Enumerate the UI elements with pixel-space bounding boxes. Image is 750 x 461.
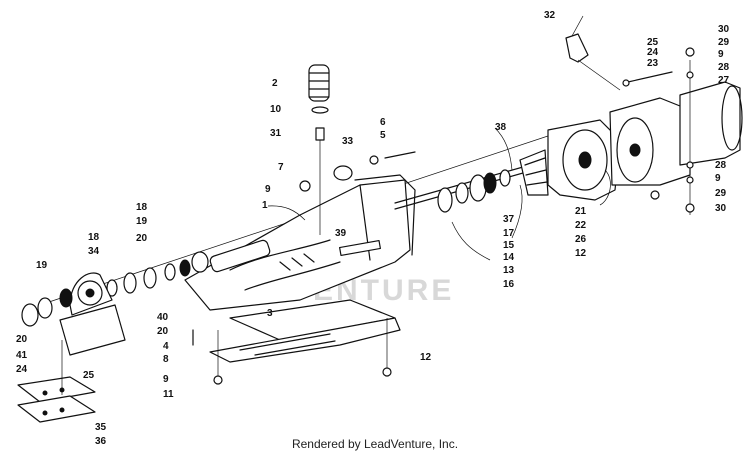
callout-26: 26 (575, 234, 587, 245)
pump-housing (547, 119, 621, 201)
callout-6: 6 (380, 117, 386, 128)
footer-credit: Rendered by LeadVenture, Inc. (291, 437, 459, 451)
callout-17: 17 (503, 228, 515, 239)
callout-39: 39 (335, 228, 347, 239)
callout-3: 3 (267, 308, 273, 319)
callout-30: 30 (718, 24, 730, 35)
callout-2: 2 (272, 78, 278, 89)
callout-23: 23 (647, 58, 659, 69)
callout-25b: 25 (83, 370, 95, 381)
callout-10: 10 (270, 104, 282, 115)
callout-9c: 9 (265, 184, 271, 195)
callout-41: 41 (16, 350, 28, 361)
callout-29b: 29 (715, 188, 727, 199)
left-shaft (106, 239, 271, 297)
left-rings (21, 288, 73, 327)
callout-12b: 12 (420, 352, 432, 363)
leader-lines (267, 15, 611, 261)
callout-9d: 9 (163, 374, 169, 385)
callout-7: 7 (278, 162, 284, 173)
bearing-stack (437, 169, 511, 213)
main-housing (184, 174, 416, 311)
callout-32: 32 (544, 10, 556, 21)
end-cover (609, 47, 743, 215)
callout-14: 14 (503, 252, 515, 263)
callout-37: 37 (503, 214, 515, 225)
callout-31: 31 (270, 128, 282, 139)
elbow-fitting (565, 33, 621, 91)
callout-21: 21 (575, 206, 587, 217)
callout-25: 25 (647, 37, 659, 48)
base-plates (209, 299, 401, 363)
callout-9: 9 (718, 49, 724, 60)
screws (192, 190, 660, 385)
callout-24b: 24 (16, 364, 28, 375)
callout-28b: 28 (715, 160, 727, 171)
callout-11: 11 (163, 389, 174, 400)
callout-8: 8 (163, 354, 169, 365)
callout-4: 4 (163, 341, 169, 352)
callout-19: 19 (136, 216, 148, 227)
callout-9b: 9 (715, 173, 721, 184)
callout-20b: 20 (157, 326, 169, 337)
callout-36: 36 (95, 436, 107, 447)
small-fittings (299, 151, 416, 192)
pillow-block-bearing (59, 272, 126, 356)
callout-40: 40 (157, 312, 169, 323)
callout-30b: 30 (715, 203, 727, 214)
bolt-23 (622, 71, 673, 87)
callout-34: 34 (88, 246, 100, 257)
callout-19b: 19 (36, 260, 48, 271)
callout-28: 28 (718, 62, 730, 73)
callout-labels: 32 25 24 23 30 29 9 28 27 28 9 29 30 21 … (16, 10, 730, 447)
callout-38: 38 (495, 122, 507, 133)
callout-13: 13 (503, 265, 515, 276)
callout-15: 15 (503, 240, 515, 251)
callout-18b: 18 (88, 232, 100, 243)
callout-22: 22 (575, 220, 587, 231)
callout-16: 16 (503, 279, 515, 290)
callout-20c: 20 (16, 334, 28, 345)
callout-33: 33 (342, 136, 354, 147)
callout-1: 1 (262, 200, 268, 211)
callout-29: 29 (718, 37, 730, 48)
callout-12: 12 (575, 248, 587, 259)
callout-35: 35 (95, 422, 107, 433)
mount-plates (17, 340, 96, 423)
callout-5: 5 (380, 130, 386, 141)
impeller (519, 149, 549, 196)
grease-cap (308, 64, 330, 235)
callout-27: 27 (718, 75, 730, 86)
callout-20: 20 (136, 233, 148, 244)
callout-24: 24 (647, 47, 659, 58)
callout-18: 18 (136, 202, 148, 213)
